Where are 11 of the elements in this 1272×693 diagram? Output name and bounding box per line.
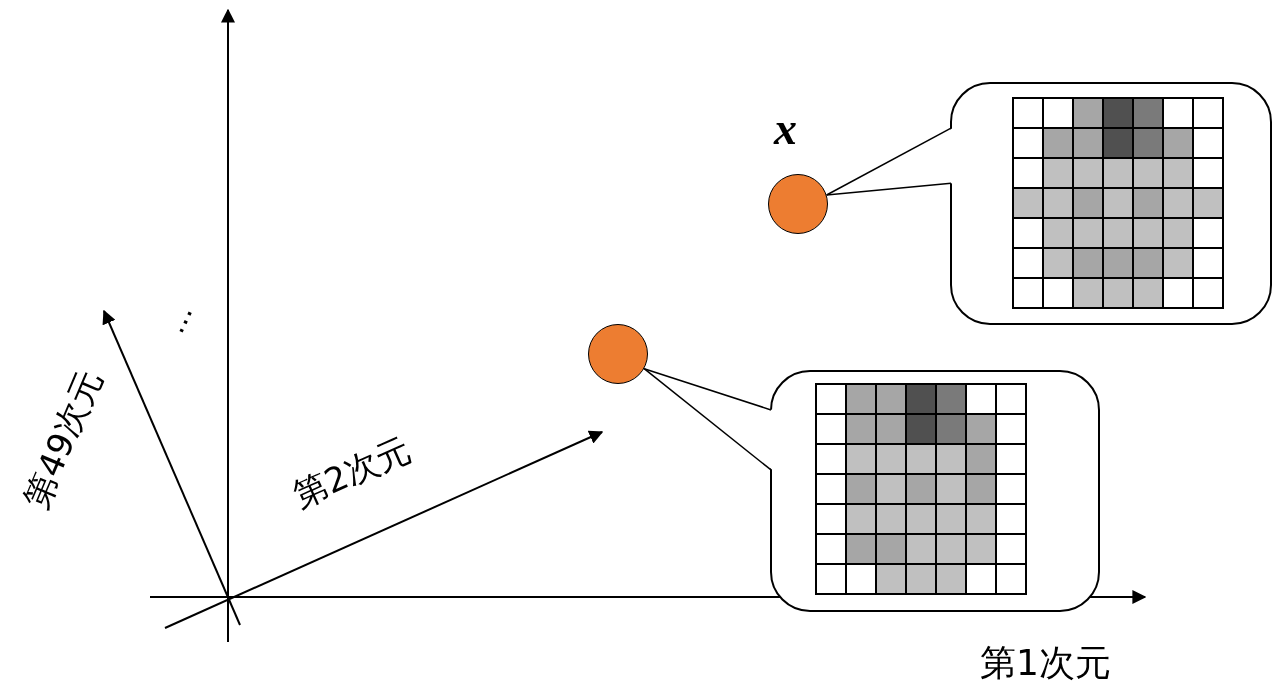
ellipsis-label: …: [160, 300, 198, 338]
data-point-circle: [588, 324, 648, 384]
leader-line: [643, 367, 772, 411]
axis-label: 第2次元: [288, 431, 416, 513]
data-point-circle: [768, 174, 828, 234]
variable-label: x: [774, 106, 797, 152]
axis-label: 第49次元: [18, 365, 107, 513]
axis-label: 第1次元: [980, 645, 1111, 681]
image-callout-bubble: [950, 82, 1272, 325]
image-callout-bubble: [770, 370, 1100, 612]
leader-line: [825, 127, 952, 196]
